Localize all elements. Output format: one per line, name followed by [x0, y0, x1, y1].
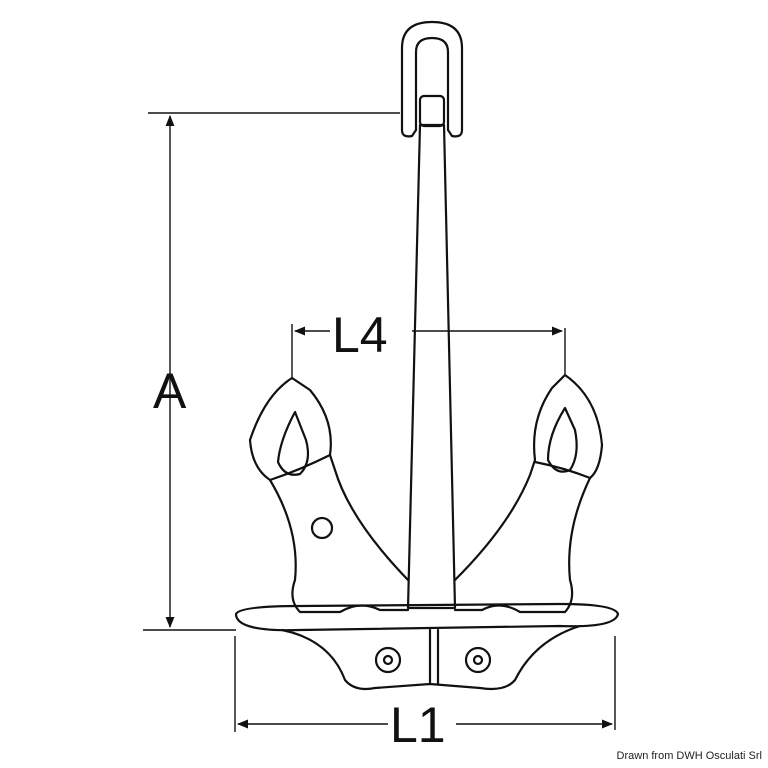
- left-arm-hole: [310, 516, 334, 540]
- dimension-a-label: A: [153, 363, 187, 419]
- dimension-l4-label: L4: [332, 307, 388, 363]
- dimension-lines: [143, 112, 616, 732]
- left-fluke-hole: [276, 410, 310, 476]
- shackle: [400, 20, 464, 138]
- right-fluke-hole: [546, 406, 578, 473]
- right-pivot: [464, 646, 492, 674]
- left-arm: [248, 376, 410, 614]
- shank: [406, 123, 457, 610]
- left-pivot: [374, 646, 402, 674]
- right-arm: [453, 373, 604, 614]
- dimension-l1-label: L1: [390, 697, 446, 753]
- shackle-pin: [418, 94, 446, 128]
- credit-text: Drawn from DWH Osculati Srl: [616, 750, 762, 762]
- crown-bar: [234, 602, 620, 632]
